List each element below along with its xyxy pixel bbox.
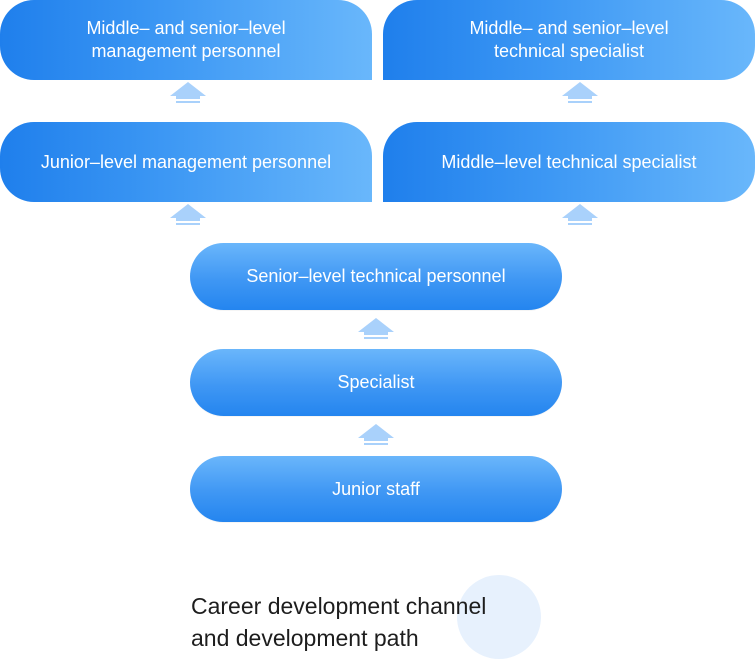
- node-tech-middle: Middle–level technical specialist: [383, 122, 755, 202]
- up-arrow-icon: [562, 204, 598, 225]
- node-mgmt-junior: Junior–level management personnel: [0, 122, 372, 202]
- node-mgmt-junior-label: Junior–level management personnel: [40, 151, 332, 172]
- up-arrow-icon: [358, 424, 394, 445]
- node-tech-senior: Middle– and senior–level technical speci…: [383, 0, 755, 80]
- caption-line-2: and development path: [191, 625, 419, 651]
- node-specialist-label: Specialist: [337, 372, 415, 392]
- up-arrow-icon: [170, 82, 206, 103]
- node-mgmt-senior: Middle– and senior–level management pers…: [0, 0, 372, 80]
- caption-line-1: Career development channel: [191, 593, 487, 619]
- up-arrow-icon: [358, 318, 394, 339]
- caption-decoration-circle: [457, 575, 541, 659]
- up-arrow-icon: [170, 204, 206, 225]
- diagram-caption: Career development channel and developme…: [191, 590, 486, 654]
- node-tech-middle-label: Middle–level technical specialist: [441, 151, 697, 172]
- node-specialist: Specialist: [190, 349, 562, 416]
- up-arrow-icon: [562, 82, 598, 103]
- node-senior-technical-label: Senior–level technical personnel: [246, 266, 506, 286]
- node-senior-technical: Senior–level technical personnel: [190, 243, 562, 310]
- node-junior-staff: Junior staff: [190, 456, 562, 522]
- node-tech-senior-label: Middle– and senior–level technical speci…: [469, 18, 669, 61]
- node-mgmt-senior-label: Middle– and senior–level management pers…: [86, 18, 286, 61]
- node-junior-staff-label: Junior staff: [332, 478, 420, 499]
